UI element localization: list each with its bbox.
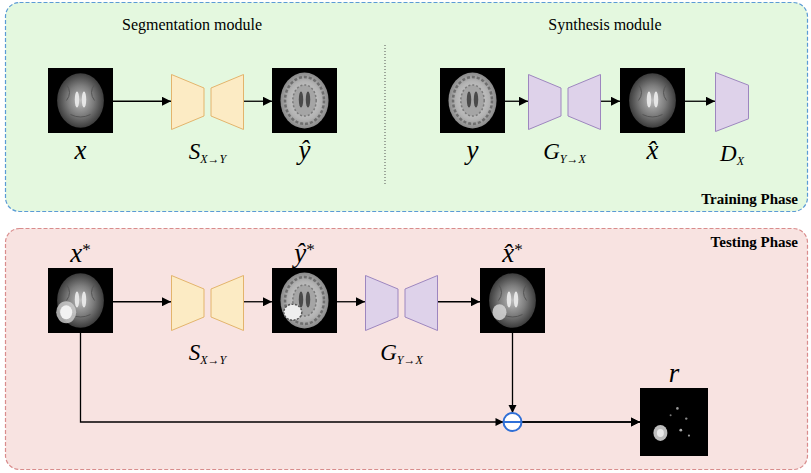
variable-label: ŷ*	[232, 239, 377, 267]
phase-label: Training Phase	[701, 191, 798, 207]
flow-arrow	[81, 333, 641, 422]
variable-label: SX→Y	[131, 341, 284, 365]
module-heading: Synthesis module	[548, 16, 661, 33]
variable-name: G	[380, 340, 397, 365]
network-symbol	[528, 74, 601, 130]
subscript: X→Y	[200, 152, 226, 166]
superscript: *	[82, 240, 91, 259]
image-box: ŷ	[272, 68, 337, 133]
flow-arrow	[244, 101, 272, 102]
variable-name: x̂	[647, 135, 659, 165]
network-symbol	[715, 72, 749, 132]
mri-slice	[272, 68, 337, 133]
flow-arrow	[337, 301, 365, 302]
variable-label: x*	[8, 239, 153, 267]
phase-panel: Testing Phasex*SX→Yŷ*GY→Xx̂*r	[5, 228, 808, 470]
variable-name: S	[189, 139, 201, 164]
flow-arrow	[113, 101, 171, 102]
phase-heading: Training Phase	[701, 190, 798, 208]
flow-arrow	[244, 301, 272, 302]
variable-label: y	[400, 136, 545, 164]
network-box: SX→Y	[171, 275, 244, 331]
module-heading-wrap: Segmentation module	[72, 16, 312, 34]
image-box: ŷ*	[272, 268, 337, 333]
subscript: Y→X	[560, 152, 586, 166]
variable-name: x̂	[502, 238, 514, 268]
network-symbol	[171, 74, 244, 130]
variable-label: x	[8, 136, 153, 164]
flow-arrow	[505, 101, 528, 102]
image-box: x̂	[620, 68, 685, 133]
image-box: r	[640, 388, 708, 456]
mri-slice	[48, 268, 113, 333]
flow-arrow	[438, 301, 480, 302]
flow-arrow	[113, 301, 171, 302]
mri-slice	[272, 268, 337, 333]
network-symbol	[365, 275, 438, 331]
subscript: Y→X	[397, 353, 423, 367]
mri-slice	[620, 68, 685, 133]
variable-name: ŷ	[294, 238, 306, 268]
phase-panel: Training PhasexSX→YŷyGY→Xx̂DX	[5, 2, 808, 212]
network-box: GY→X	[528, 74, 601, 130]
variable-label: x̂*	[440, 239, 585, 267]
variable-label: r	[600, 359, 748, 387]
subscript: X	[737, 154, 744, 168]
variable-label: x̂	[580, 136, 725, 164]
variable-name: G	[543, 139, 560, 164]
variable-label: DX	[675, 142, 789, 166]
variable-name: r	[669, 358, 680, 388]
image-box: x̂*	[480, 268, 545, 333]
variable-name: ŷ	[299, 135, 311, 165]
testing-panel-ground	[6, 229, 808, 470]
variable-name: y	[467, 135, 479, 165]
variable-name: D	[720, 141, 737, 166]
network-box: DX	[715, 72, 749, 132]
mri-slice	[440, 68, 505, 133]
mri-slice	[640, 388, 708, 456]
image-box: x*	[48, 268, 113, 333]
variable-name: x	[70, 238, 82, 268]
variable-label: SX→Y	[131, 140, 284, 164]
flow-arrow	[513, 333, 641, 422]
training-panel-ground	[6, 3, 808, 212]
module-heading: Segmentation module	[122, 16, 262, 33]
flow-arrow	[685, 101, 715, 102]
module-heading-wrap: Synthesis module	[485, 16, 725, 34]
network-symbol	[171, 275, 244, 331]
variable-label: ŷ	[232, 136, 377, 164]
subscript: X→Y	[200, 353, 226, 367]
flow-arrow	[601, 101, 620, 102]
mri-slice	[48, 68, 113, 133]
superscript: *	[514, 240, 523, 259]
variable-name: x	[75, 135, 87, 165]
image-box: y	[440, 68, 505, 133]
variable-label: GY→X	[488, 140, 641, 164]
mri-slice	[480, 268, 545, 333]
subtraction-symbol	[496, 405, 522, 431]
variable-label: GY→X	[325, 341, 478, 365]
module-divider	[385, 45, 386, 185]
phase-heading: Testing Phase	[711, 233, 798, 251]
image-box: x	[48, 68, 113, 133]
phase-label: Testing Phase	[711, 234, 798, 250]
variable-name: S	[189, 340, 201, 365]
superscript: *	[306, 240, 315, 259]
network-box: SX→Y	[171, 74, 244, 130]
network-box: GY→X	[365, 275, 438, 331]
